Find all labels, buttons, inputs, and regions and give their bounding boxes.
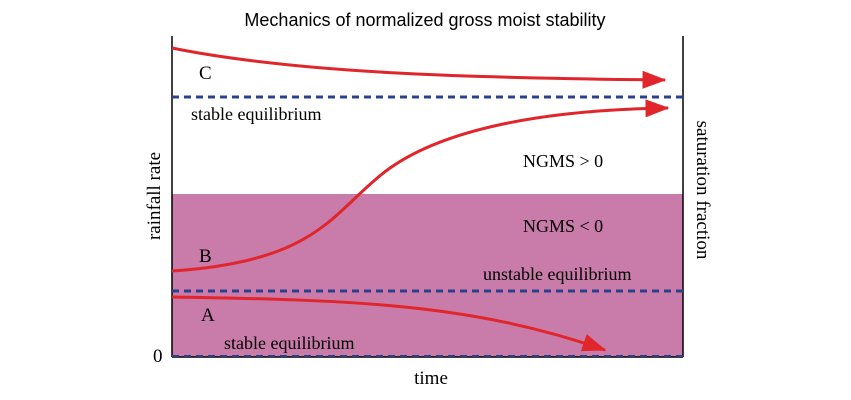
curve-b [171, 99, 670, 273]
y-zero-label: 0 [153, 346, 163, 367]
unstable-equilibrium-label: unstable equilibrium [483, 264, 631, 284]
upper-stable-equilibrium-label: stable equilibrium [191, 104, 321, 124]
negative-ngms-label: NGMS < 0 [523, 216, 603, 236]
positive-ngms-label: NGMS > 0 [523, 151, 603, 171]
curve-c-label: C [199, 63, 212, 84]
curve-c [171, 46, 667, 89]
diagram-title: Mechanics of normalized gross moist stab… [244, 10, 605, 30]
curve-a [171, 295, 607, 352]
curve-a-label: A [201, 305, 215, 326]
y-axis-label-right: saturation fraction [692, 121, 713, 260]
lower-stable-equilibrium-label: stable equilibrium [224, 333, 354, 353]
curve-b-label: B [199, 246, 212, 267]
y-axis-label-left: rainfall rate [144, 152, 165, 240]
x-axis-label: time [414, 368, 448, 389]
negative-ngms-region [172, 194, 683, 357]
